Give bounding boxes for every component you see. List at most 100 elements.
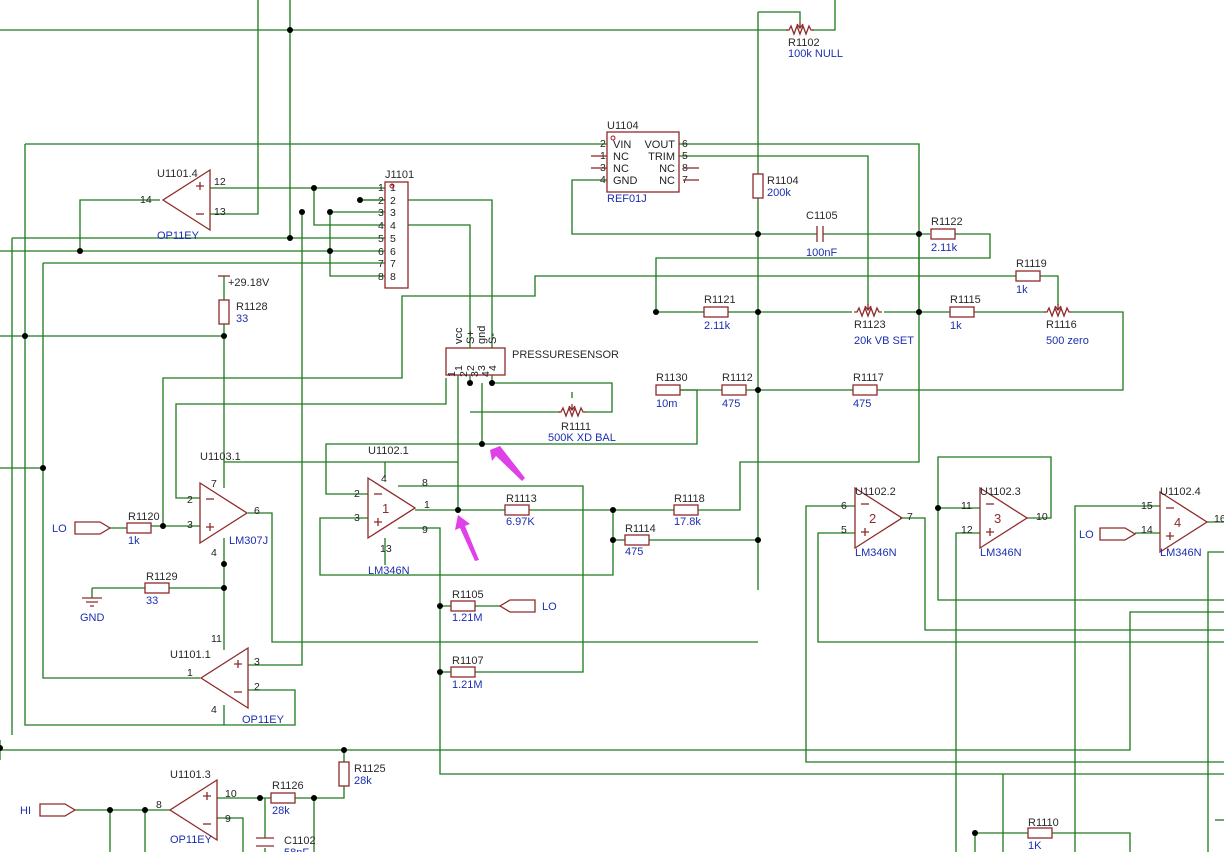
opamp-part: OP11EY — [170, 834, 213, 846]
resistor-ref: R1114 — [625, 523, 656, 535]
wire — [24, 144, 296, 726]
pin-number: 4 — [211, 547, 217, 559]
wire — [1074, 505, 1160, 852]
sensor-pin-number: 3 — [469, 371, 481, 377]
wire — [655, 233, 991, 312]
sensor-name: PRESSURESENSOR — [512, 349, 619, 361]
resistor-r1113[interactable]: R1113 6.97K — [504, 493, 537, 528]
port-label: LO — [52, 523, 67, 535]
resistor-ref: R1118 — [674, 493, 705, 505]
port-lo_left[interactable]: LO — [52, 521, 112, 535]
wire — [805, 505, 1224, 763]
resistor-body — [144, 582, 170, 594]
opamp-ref: U1102.1 — [368, 445, 409, 457]
supply-label: +29.18V — [228, 277, 270, 289]
wire — [1207, 551, 1224, 852]
opamp-ref: U1102.2 — [855, 486, 896, 498]
junction-dot — [299, 209, 305, 215]
resistor-value: 1K — [1028, 840, 1042, 852]
pin-number: 9 — [422, 524, 428, 536]
port-label: LO — [1079, 529, 1094, 541]
annotation-arrow-icon — [455, 515, 479, 561]
port-lo_right[interactable]: LO — [1079, 527, 1137, 541]
junction-dot — [221, 561, 227, 567]
wire — [217, 817, 244, 852]
sensor-pin-label: 2 — [465, 365, 477, 371]
port-label: LO — [542, 601, 557, 613]
opamp-part: LM346N — [855, 547, 897, 559]
resistor-ref: R1110 — [1028, 817, 1059, 829]
resistor-value: 6.97K — [506, 516, 535, 528]
annotation-arrow-icon — [490, 446, 525, 481]
wire — [210, 0, 259, 215]
junction-dot — [341, 747, 347, 753]
plus-sign — [861, 528, 869, 536]
resistor-ref: R1128 — [236, 301, 268, 313]
junction-dot — [467, 380, 473, 386]
junction-dot — [755, 387, 761, 393]
resistor-ref: R1113 — [506, 493, 537, 505]
zigzag — [786, 24, 814, 36]
pin-number: 3 — [187, 519, 193, 531]
resistor-ref: R1122 — [931, 216, 963, 228]
plus-sign — [196, 182, 204, 190]
connector-pin-number: 2 — [378, 195, 384, 207]
pin-number: 6 — [841, 500, 847, 512]
capacitor-c1102[interactable]: C110258nF — [256, 835, 316, 852]
ic-body — [606, 131, 680, 193]
resistor-body — [218, 299, 230, 325]
junctions — [0, 27, 978, 836]
resistor-ref: R1121 — [704, 294, 736, 306]
wire — [319, 510, 614, 576]
resistor-ref: R1107 — [452, 655, 484, 667]
ground-icon — [82, 597, 102, 607]
junction-dot — [610, 507, 616, 513]
wiper-arrow-icon — [568, 404, 576, 412]
port-hi[interactable]: HI — [20, 803, 77, 817]
resistor-r1110[interactable]: R1110 1K — [1027, 817, 1059, 852]
junction-dot — [327, 209, 333, 215]
wire — [162, 275, 1016, 526]
ic-pin-name: NC — [659, 175, 675, 187]
wire — [758, 11, 801, 22]
junction-dot — [653, 309, 659, 315]
wire — [900, 517, 1224, 631]
port-lo_mid[interactable]: LO — [498, 599, 557, 613]
wire — [25, 143, 920, 511]
pin-number: 1 — [424, 499, 430, 511]
ic-pin-name: VIN — [613, 139, 631, 151]
